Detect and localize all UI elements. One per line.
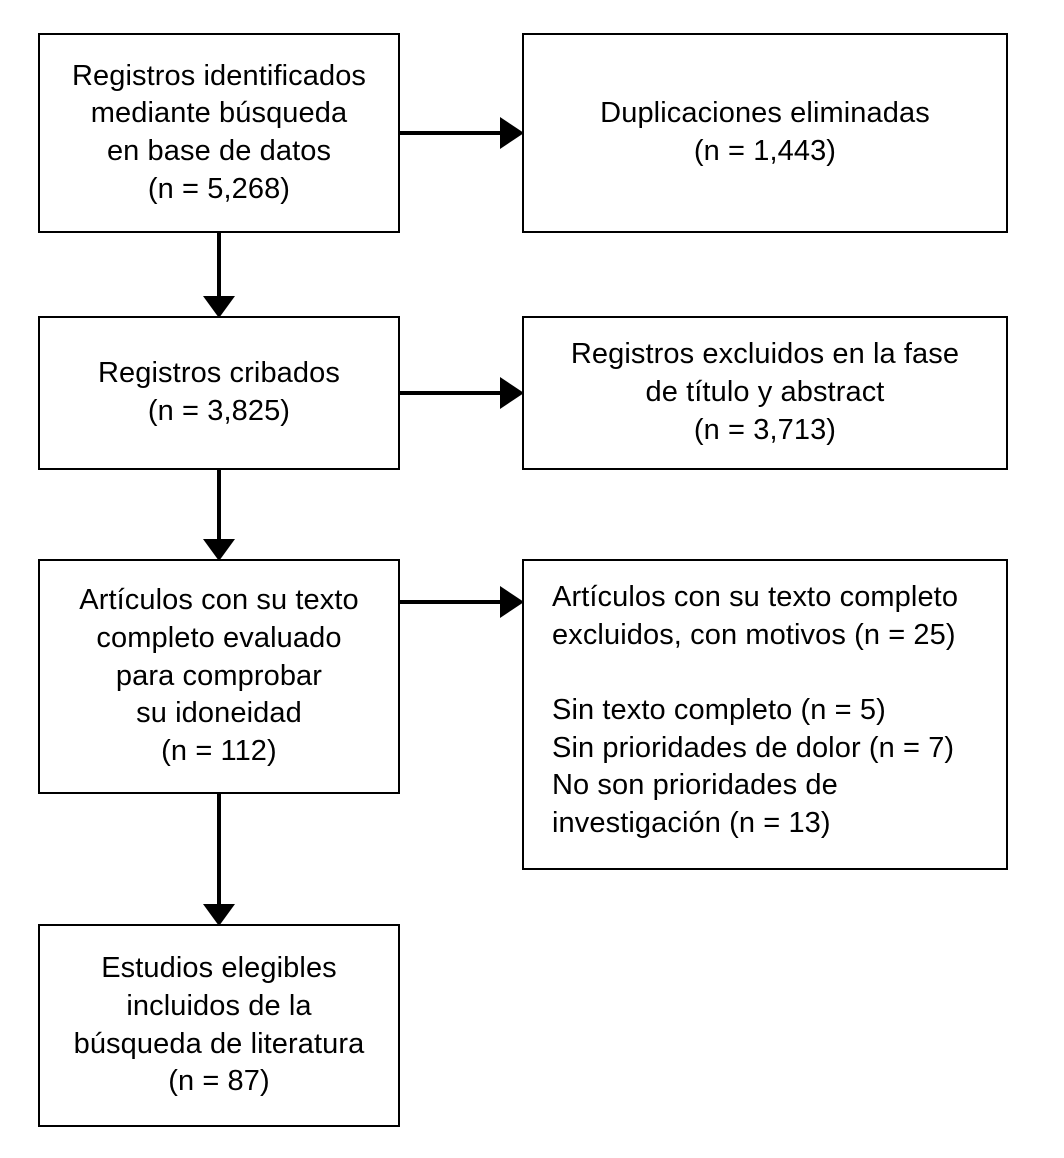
arrow-fulltext-to-excluded-fulltext (400, 586, 524, 618)
arrow-screened-to-excluded-title-abstract (400, 377, 524, 409)
box-studies-included-text: Estudios elegibles incluidos de la búsqu… (73, 952, 365, 1098)
box-duplicates-removed-text: Duplicaciones eliminadas (n = 1,443) (600, 97, 930, 167)
box-duplicates-removed: Duplicaciones eliminadas (n = 1,443) (522, 33, 1008, 233)
box-records-screened: Registros cribados (n = 3,825) (38, 316, 400, 470)
box-records-screened-text: Registros cribados (n = 3,825) (98, 357, 340, 427)
box-records-identified: Registros identificados mediante búsqued… (38, 33, 400, 233)
arrow-screened-to-fulltext (203, 470, 235, 561)
arrow-identified-to-screened (203, 233, 235, 318)
arrow-identified-to-duplicates (400, 117, 524, 149)
arrow-fulltext-to-included (203, 794, 235, 926)
box-records-identified-text: Registros identificados mediante búsqued… (71, 59, 367, 205)
box-fulltext-assessed: Artículos con su texto completo evaluado… (38, 559, 400, 794)
box-fulltext-excluded-with-reasons-text: Artículos con su texto completo excluido… (552, 581, 959, 840)
box-fulltext-assessed-text: Artículos con su texto completo evaluado… (79, 584, 359, 768)
box-records-excluded-title-abstract: Registros excluidos en la fase de título… (522, 316, 1008, 470)
box-records-excluded-title-abstract-text: Registros excluidos en la fase de título… (570, 338, 960, 446)
box-fulltext-excluded-with-reasons: Artículos con su texto completo excluido… (522, 559, 1008, 870)
box-studies-included: Estudios elegibles incluidos de la búsqu… (38, 924, 400, 1127)
